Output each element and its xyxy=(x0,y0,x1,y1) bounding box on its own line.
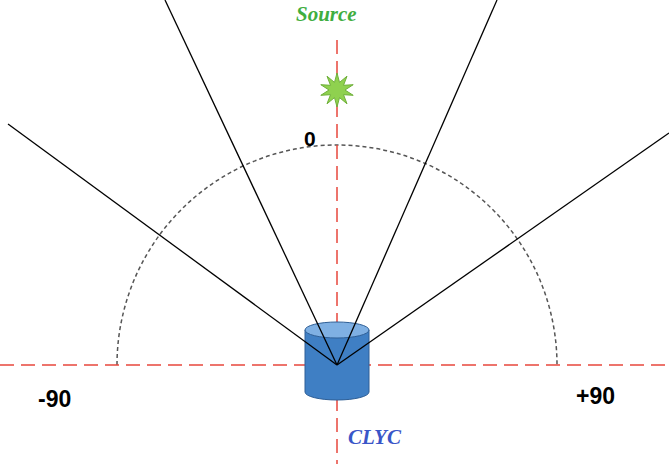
detector-cylinder xyxy=(305,322,369,400)
source-label: Source xyxy=(296,4,357,25)
detector-label: CLYC xyxy=(348,427,401,448)
angle-label: -90 xyxy=(38,388,71,411)
angle-label: 0 xyxy=(304,128,316,149)
angle-label: +90 xyxy=(576,385,615,408)
ray-lines xyxy=(8,0,669,365)
source-star xyxy=(321,73,353,107)
